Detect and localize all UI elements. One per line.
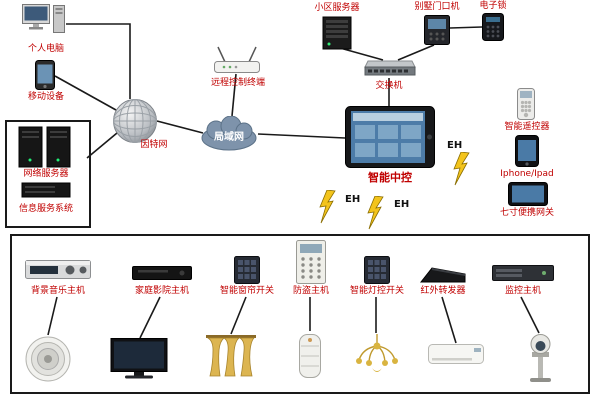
connector-line	[449, 26, 483, 29]
ceiling-speaker-icon	[25, 336, 71, 386]
connector-line	[339, 47, 384, 61]
chandelier-icon	[352, 334, 402, 380]
connector-line	[231, 73, 237, 117]
elock-label: 电子锁	[479, 1, 507, 11]
curtain-icon	[205, 334, 257, 382]
lightning-bolt-icon	[318, 189, 338, 228]
connector-line	[441, 296, 457, 344]
community-server-icon	[322, 16, 352, 54]
curtain-switch-panel-icon	[234, 256, 260, 288]
mobile-label: 移动设备	[27, 92, 64, 102]
security-label: 防盗主机	[292, 286, 329, 296]
community-server-label: 小区服务器	[314, 3, 360, 13]
connector-line	[47, 296, 58, 336]
wireless-router-icon	[212, 46, 262, 78]
ptz-camera-icon	[518, 334, 564, 388]
smart-remote-icon	[517, 88, 535, 124]
eh-label-2: EH	[345, 194, 361, 205]
iphone-label: Iphone/Ipad	[500, 169, 554, 179]
switch-label: 交换机	[375, 81, 403, 91]
ir-repeater-icon	[419, 266, 466, 288]
connector-line	[54, 75, 117, 111]
tv-icon	[110, 338, 168, 384]
iphone-icon	[515, 135, 539, 171]
theater-label: 家庭影院主机	[134, 286, 189, 296]
connector-line	[397, 44, 435, 61]
monitor-host-label: 监控主机	[504, 286, 541, 296]
villa-door-label: 别墅门口机	[414, 2, 460, 12]
door-intercom-icon	[424, 15, 450, 49]
network-server-label: 网络服务器	[23, 169, 69, 179]
connector-line	[139, 296, 161, 339]
portable-gateway-icon	[508, 182, 548, 210]
dvr-monitor-host-icon	[492, 262, 554, 288]
network-switch-icon	[362, 58, 416, 82]
home-devices-box	[10, 234, 590, 394]
internet-label: 因特网	[140, 140, 168, 150]
server-group-box: 网络服务器 信息服务系统	[5, 120, 91, 228]
internet-globe-icon	[112, 98, 158, 148]
connector-line	[230, 296, 247, 335]
central-control-tablet-icon	[345, 106, 435, 172]
eh-label-1: EH	[447, 140, 463, 151]
lan-cloud-icon: 局域网	[200, 115, 258, 156]
home-theater-icon	[132, 264, 192, 286]
central-control-label: 智能中控	[368, 171, 412, 184]
mobile-device-icon	[35, 60, 55, 94]
connector-line	[86, 132, 118, 159]
connector-line	[257, 133, 346, 139]
desktop-computer-icon	[22, 4, 66, 44]
ir-repeater-label: 红外转发器	[420, 286, 466, 296]
gateway-label: 七寸便携网关	[499, 208, 554, 218]
light-switch-panel-icon	[364, 256, 390, 288]
electronic-lock-icon	[482, 13, 504, 45]
lightning-bolt-icon	[452, 151, 472, 190]
light-switch-label: 智能灯控开关	[349, 286, 404, 296]
lightning-bolt-icon	[366, 195, 386, 234]
connector-line	[156, 120, 204, 134]
network-server-icon	[18, 126, 72, 172]
air-conditioner-icon	[428, 344, 484, 372]
bgm-label: 背景音乐主机	[30, 286, 85, 296]
info-system-server-icon	[21, 182, 71, 202]
connector-line	[66, 23, 131, 99]
alarm-siren-icon	[295, 332, 325, 384]
security-panel-icon	[296, 240, 326, 288]
curtain-switch-label: 智能窗帘开关	[219, 286, 274, 296]
remote-terminal-label: 远程控制终端	[210, 78, 265, 88]
smart-remote-label: 智能遥控器	[504, 122, 550, 132]
pc-label: 个人电脑	[27, 44, 64, 54]
eh-label-3: EH	[394, 199, 410, 210]
lan-label: 局域网	[213, 130, 244, 143]
bgm-amplifier-icon	[25, 258, 91, 286]
connector-line	[520, 296, 540, 334]
info-system-label: 信息服务系统	[18, 204, 73, 214]
